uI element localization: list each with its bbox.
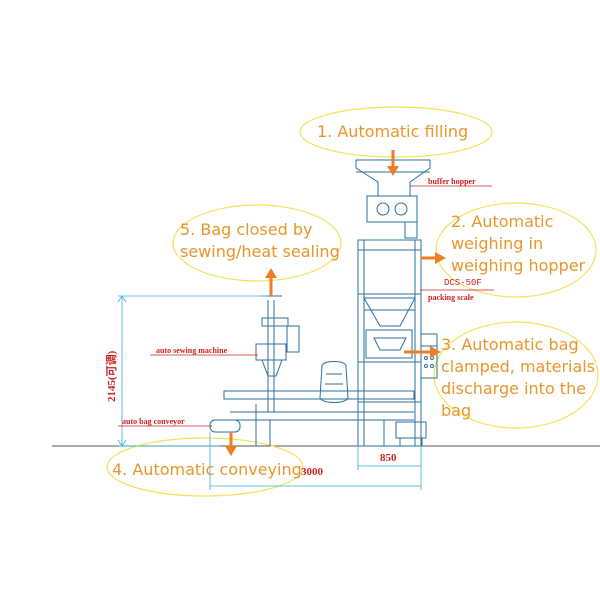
callout-ellipse-1 xyxy=(299,106,493,158)
arrow-down-filling xyxy=(387,150,399,176)
arrow-down-conveying xyxy=(225,432,237,456)
label-packing-scale: packing scale xyxy=(428,293,474,302)
arrow-up-sealing xyxy=(265,268,277,296)
packing-machine xyxy=(209,159,438,447)
callout-ellipse-2 xyxy=(435,202,597,298)
label-auto-bag-conveyor: auto bag conveyor xyxy=(122,417,185,426)
dimension-width: 850 xyxy=(380,452,397,464)
step-1-text: 1. Automatic filling xyxy=(317,122,469,141)
label-buffer-hopper: buffer hopper xyxy=(428,177,476,186)
label-auto-sewing-machine: auto sewing machine xyxy=(156,346,228,355)
dimension-lines xyxy=(117,295,422,490)
arrow-right-clamp xyxy=(404,346,441,358)
step-4-text: 4. Automatic conveying xyxy=(112,460,302,479)
dimension-height: 2145(可调) xyxy=(106,350,118,402)
callout-ellipse-3 xyxy=(433,321,599,429)
leader-lines xyxy=(118,185,494,427)
process-arrows xyxy=(225,150,446,456)
callout-ellipse-5 xyxy=(172,204,342,282)
dimension-length: 3000 xyxy=(301,466,323,478)
label-model: DCS-50F xyxy=(444,278,482,288)
callout-ellipse-4 xyxy=(106,437,304,497)
arrow-right-weighing xyxy=(421,252,446,264)
